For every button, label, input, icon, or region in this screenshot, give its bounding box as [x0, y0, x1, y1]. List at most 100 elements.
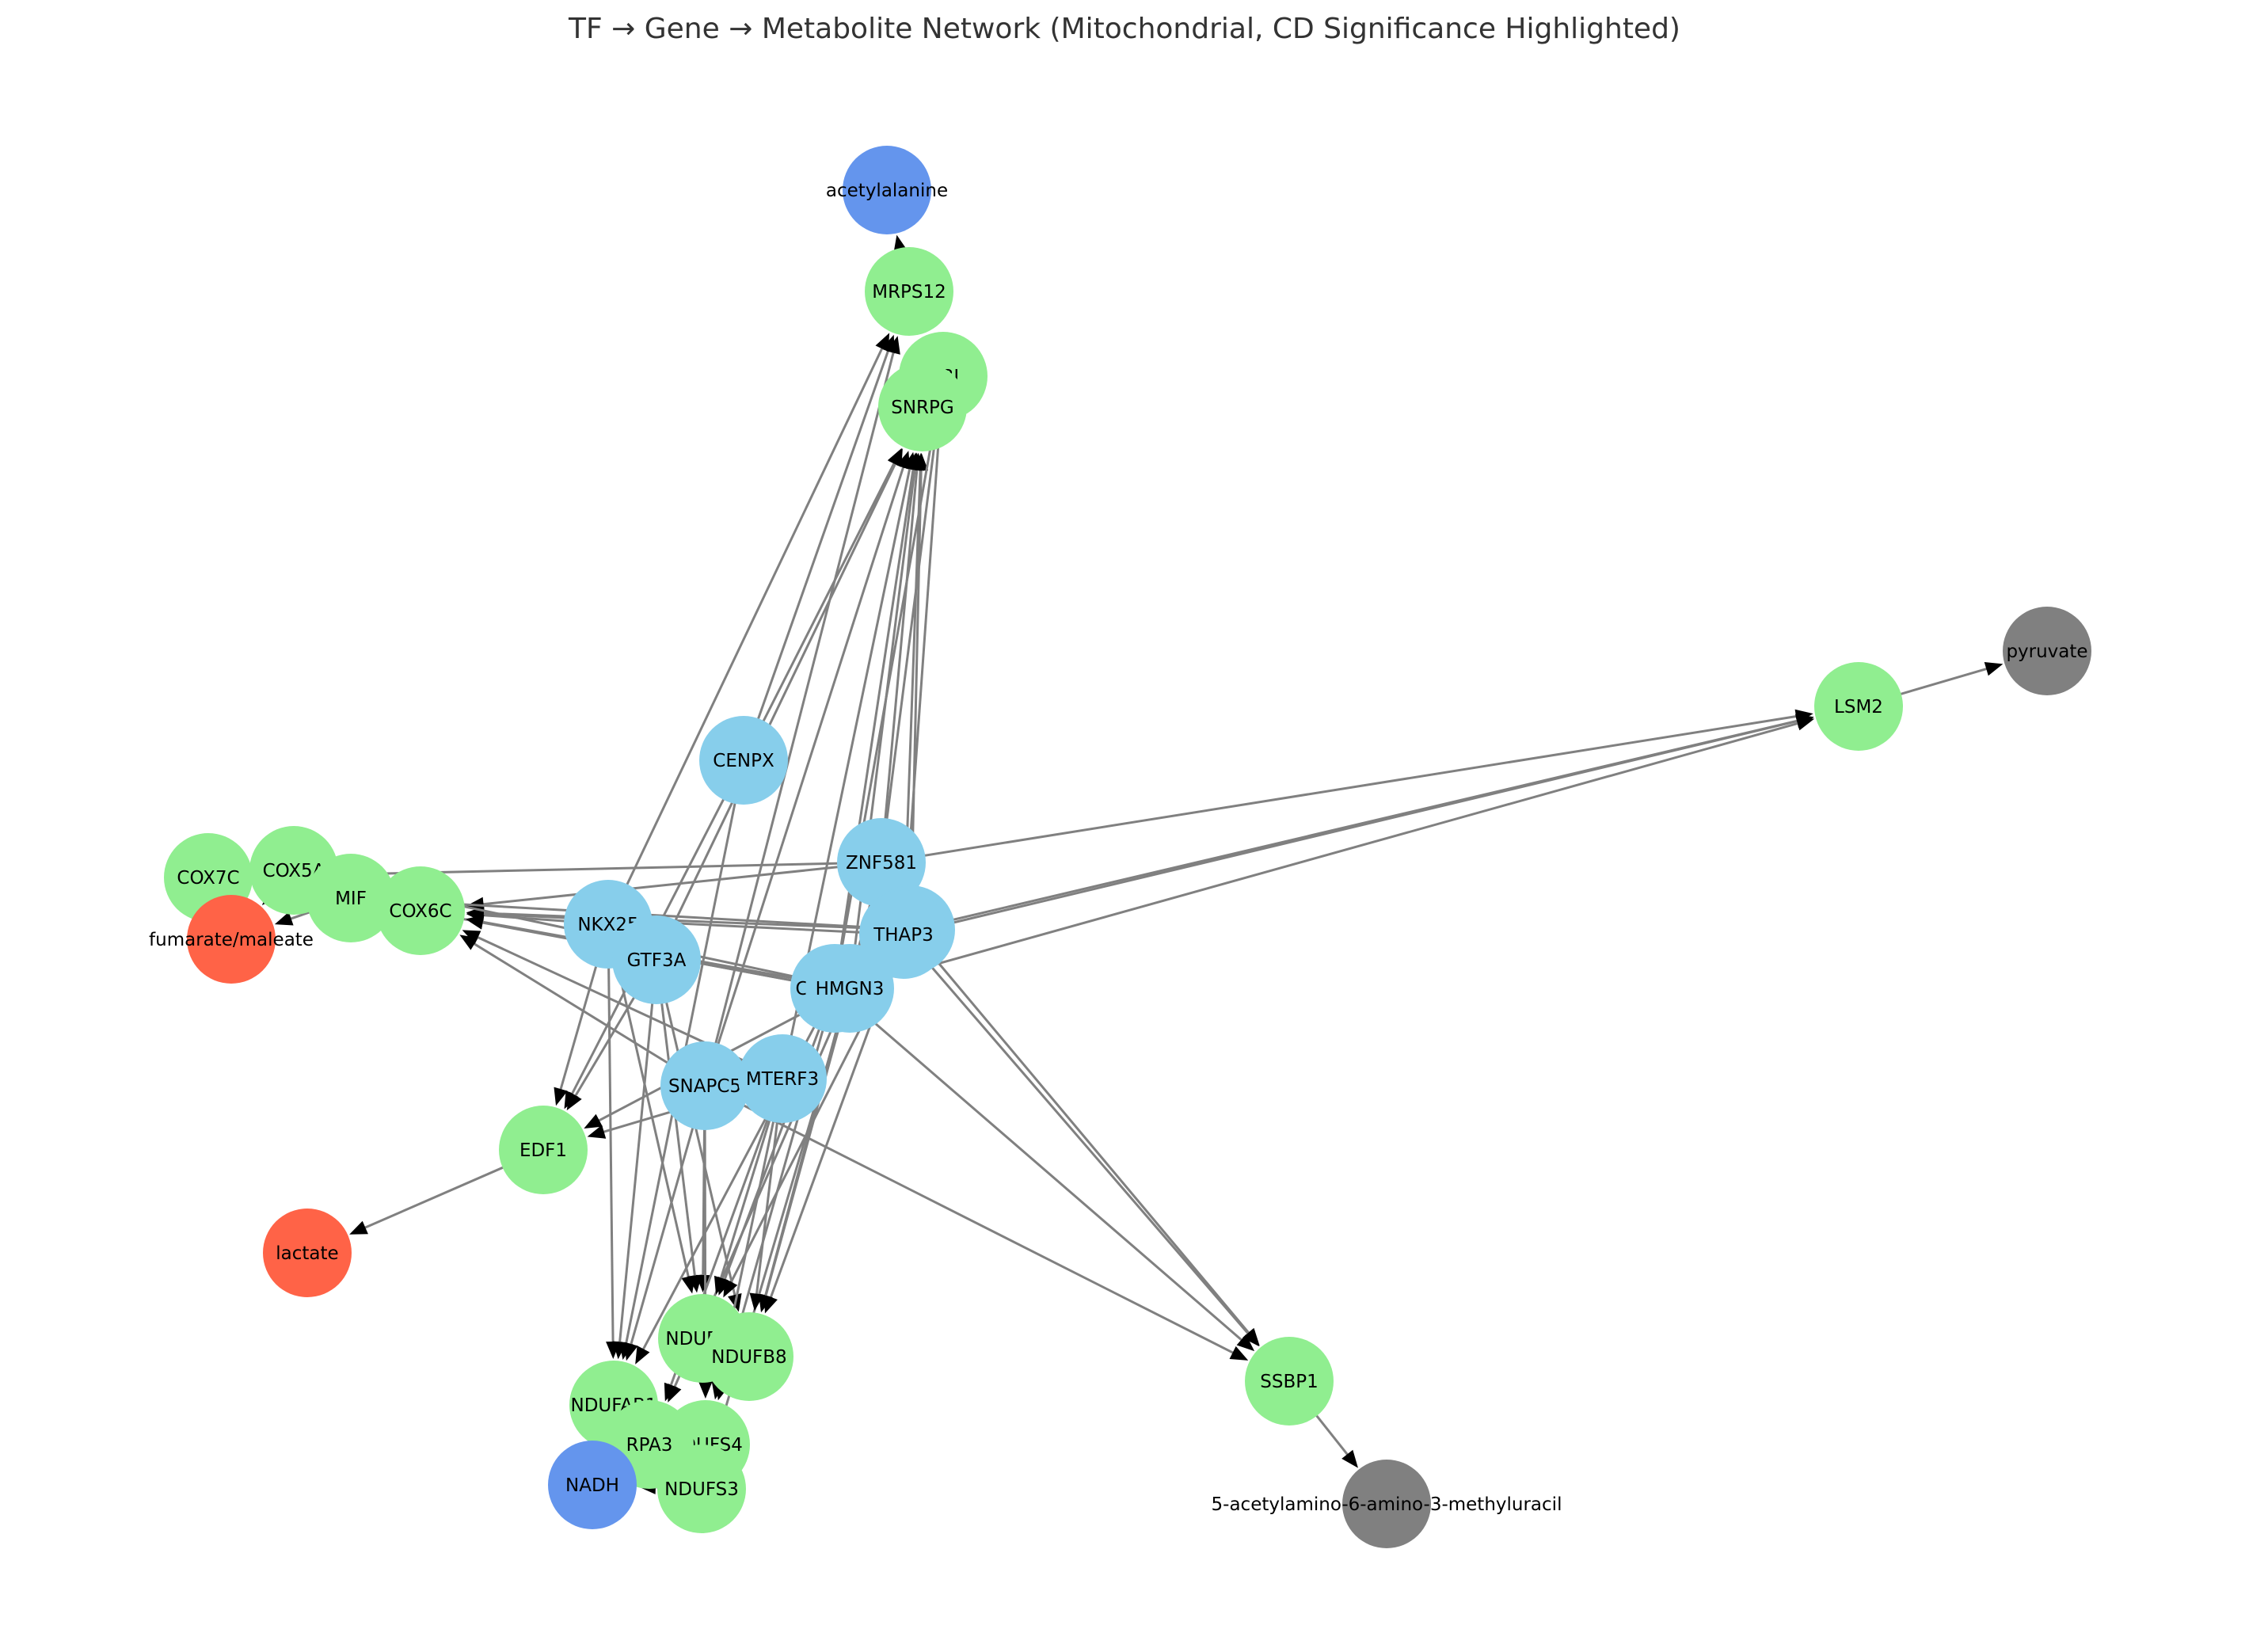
edge-CENPX-to-SNRPG — [742, 455, 899, 761]
node-LSM2: LSM2 — [1814, 662, 1903, 751]
node-label-NDUFS3: NDUFS3 — [664, 1479, 739, 1500]
arrowhead-CHCHD3-to-SSBP1 — [1236, 1334, 1255, 1352]
node-label-acetylalanine: acetylalanine — [826, 181, 948, 201]
node-circle-GTF3A — [612, 915, 701, 1004]
edge-CHCHD3-to-SSBP1 — [834, 987, 1249, 1346]
edge-THAP3-to-COX6C — [475, 912, 904, 936]
arrowhead-NKX25-to-MRPS12 — [875, 333, 890, 352]
edges-layer — [202, 234, 2004, 1494]
edge-SNAPC5-to-NDUFAB1 — [627, 1085, 706, 1353]
edge-GTF3A-to-NDUFA4 — [655, 959, 698, 1284]
edge-NKX25-to-NDUFAB1 — [607, 923, 615, 1350]
node-NADH: NADH — [548, 1441, 637, 1529]
arrowhead-HMGN3-to-COX6C — [466, 915, 485, 930]
node-label-MRPS12: MRPS12 — [872, 282, 946, 303]
node-label-NDUFB8: NDUFB8 — [711, 1347, 786, 1368]
node-MTERF3: MTERF3 — [738, 1034, 827, 1123]
arrowhead-SNAPC5-to-NDUFA4 — [695, 1274, 710, 1293]
node-label-pyruvate: pyruvate — [2006, 641, 2087, 662]
node-label-MIF: MIF — [335, 889, 367, 909]
node-circle-HMGN3 — [805, 944, 894, 1033]
node-label-SNRPG: SNRPG — [891, 398, 953, 418]
arrowhead-SNAPC5-to-NDUFAB1 — [624, 1342, 638, 1361]
arrowhead-HMGN3-to-NDUFB8 — [759, 1293, 773, 1313]
arrowhead-LSM2-to-pyruvate — [1984, 661, 2004, 676]
node-THAP3: THAP3 — [859, 890, 948, 979]
edge-THAP3-to-SSBP1 — [902, 934, 1254, 1340]
node-SNRPG: SNRPG — [878, 363, 967, 451]
arrowhead-CHCHD3-to-NDUFAB1 — [635, 1346, 650, 1365]
node-circle-MTERF3 — [738, 1034, 827, 1123]
node-circle-acetylalanine — [843, 146, 931, 234]
node-NDUFS3: NDUFS3 — [657, 1445, 746, 1533]
node-MIF: MIF — [306, 854, 395, 942]
node-circle-SNRPG — [878, 363, 967, 451]
node-circle-LSM2 — [1814, 662, 1903, 751]
node-ZNF581: ZNF581 — [837, 818, 926, 907]
node-circle-SNAPC5 — [660, 1041, 749, 1130]
edge-ZNF581-to-SNRPG — [880, 462, 919, 863]
node-circle-fumarate_maleate — [187, 895, 276, 984]
edge-GTF3A-to-NDUFAB1 — [618, 959, 658, 1350]
edge-CENPX-to-MRPS12 — [742, 343, 892, 761]
node-circle-acetylamino_methyluracil — [1342, 1460, 1431, 1548]
arrowhead-EDF1-to-lactate — [349, 1220, 368, 1235]
edge-ZNF581-to-COX6C — [475, 861, 882, 907]
node-acetylalanine: acetylalanine — [826, 146, 948, 234]
arrowhead-GTF3A-to-NDUFAB1 — [612, 1341, 627, 1360]
node-circle-MIF — [306, 854, 395, 942]
edge-GTF3A-to-NDUFB8 — [655, 959, 738, 1304]
node-label-EDF1: EDF1 — [519, 1140, 567, 1161]
arrowhead-MTERF3-to-RPA3 — [664, 1382, 678, 1402]
node-label-SNAPC5: SNAPC5 — [668, 1076, 741, 1097]
node-SSBP1: SSBP1 — [1245, 1337, 1334, 1426]
node-circle-lactate — [263, 1209, 352, 1297]
node-SNAPC5: SNAPC5 — [660, 1041, 749, 1130]
node-circle-SSBP1 — [1245, 1337, 1334, 1426]
node-label-fumarate_maleate: fumarate/maleate — [149, 930, 314, 950]
arrowhead-NKX25-to-EDF1 — [554, 1087, 568, 1106]
edge-ZNF581-to-LSM2 — [881, 714, 1805, 864]
node-label-COX6C: COX6C — [389, 901, 451, 922]
node-acetylamino_methyluracil: 5-acetylamino-6-amino-3-methyluracil — [1212, 1460, 1562, 1548]
node-circle-MRPS12 — [865, 247, 953, 336]
edge-GTF3A-to-SNRPG — [655, 456, 900, 961]
arrowhead-MTERF3-to-SNRPG — [902, 451, 917, 471]
node-label-acetylamino_methyluracil: 5-acetylamino-6-amino-3-methyluracil — [1212, 1494, 1562, 1515]
nodes-layer: acetylalanineMRPS12DBISNRPGpyruvateLSM2C… — [149, 146, 2091, 1548]
node-label-LSM2: LSM2 — [1834, 697, 1883, 718]
figure-title: TF → Gene → Metabolite Network (Mitochon… — [568, 13, 1680, 45]
node-label-CENPX: CENPX — [713, 751, 774, 771]
edge-SNAPC5-to-SNRPG — [703, 459, 908, 1087]
edge-NME2-to-COX6C — [475, 912, 911, 931]
edge-SNAPC5-to-SSBP1 — [704, 1084, 1241, 1357]
node-circle-pyruvate — [2003, 607, 2091, 695]
node-circle-EDF1 — [499, 1106, 588, 1194]
node-GTF3A: GTF3A — [612, 915, 701, 1004]
arrowhead-MTERF3-to-COX6C — [462, 930, 481, 944]
arrowhead-MTERF3-to-EDF1 — [587, 1125, 607, 1139]
node-label-GTF3A: GTF3A — [627, 950, 687, 971]
node-label-SSBP1: SSBP1 — [1260, 1372, 1318, 1392]
edge-NME2-to-MIF — [405, 900, 911, 931]
edge-NME2-to-SSBP1 — [909, 929, 1255, 1340]
node-label-HMGN3: HMGN3 — [816, 979, 885, 999]
edge-ZNF581-to-DBI — [880, 431, 938, 863]
edge-NKX25-to-MRPS12 — [607, 341, 887, 925]
node-MRPS12: MRPS12 — [865, 247, 953, 336]
node-label-MTERF3: MTERF3 — [746, 1069, 819, 1090]
node-label-RPA3: RPA3 — [626, 1435, 673, 1456]
node-circle-NADH — [548, 1441, 637, 1529]
node-fumarate_maleate: fumarate/maleate — [149, 895, 314, 984]
node-label-lactate: lactate — [276, 1243, 338, 1264]
arrowhead-GTF3A-to-EDF1 — [566, 1091, 582, 1111]
node-circle-ZNF581 — [837, 818, 926, 907]
node-circle-NDUFB8 — [705, 1312, 793, 1401]
edge-THAP3-to-LSM2 — [903, 718, 1806, 936]
edge-SNAPC5-to-COX6C — [466, 938, 706, 1087]
node-circle-THAP3 — [859, 890, 948, 979]
node-EDF1: EDF1 — [499, 1106, 588, 1194]
node-pyruvate: pyruvate — [2003, 607, 2091, 695]
arrowhead-SNAPC5-to-SSBP1 — [1229, 1346, 1249, 1361]
